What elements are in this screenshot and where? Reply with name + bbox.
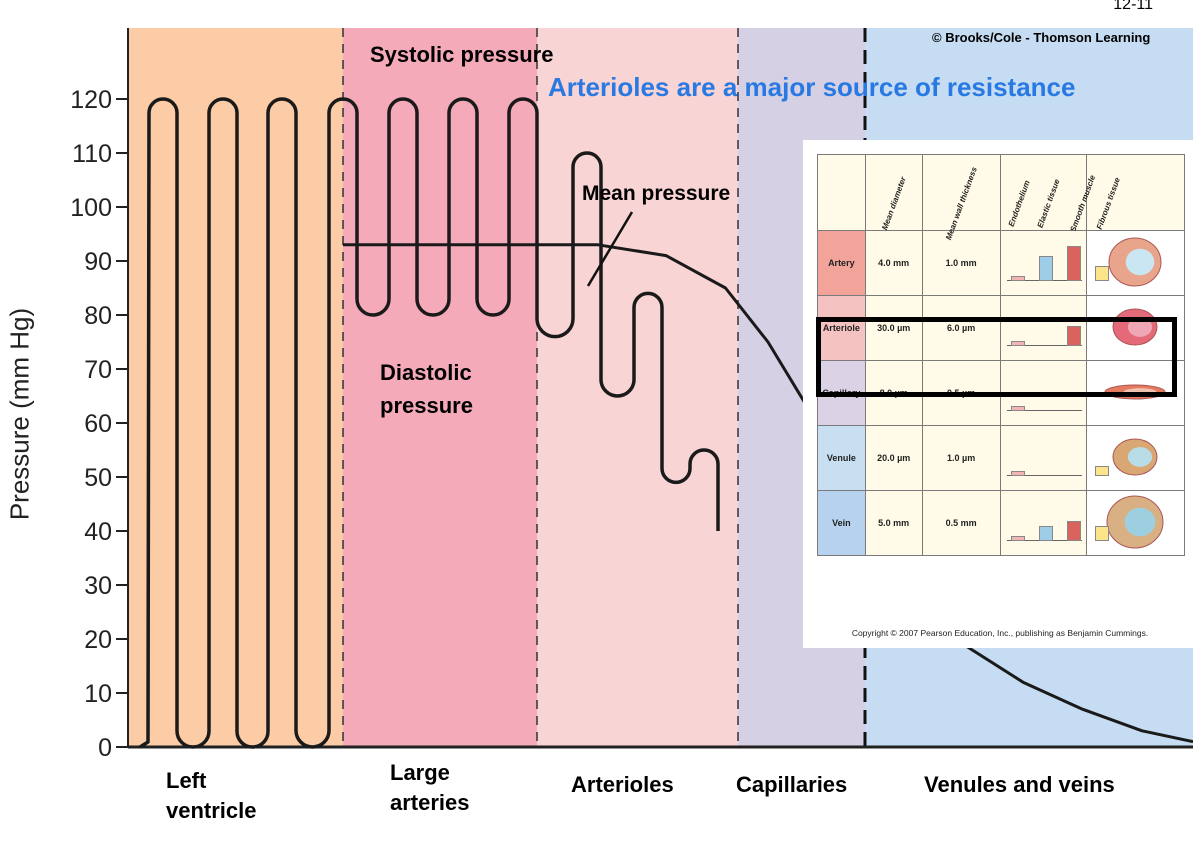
- wall-thickness-cell: 0.5 mm: [921, 490, 1001, 556]
- mean-diameter-cell: 20.0 µm: [864, 425, 923, 491]
- y-tick-label-30: 30: [84, 572, 112, 600]
- header-tissue-composition: Endothelium Elastic tissue Smooth muscle…: [999, 154, 1122, 233]
- bar-elastic: [1038, 256, 1053, 281]
- bar-smooth: [1066, 246, 1081, 281]
- y-tick-label-110: 110: [72, 140, 112, 168]
- vessel-name: Artery: [817, 230, 866, 296]
- region-large-arteries-band: [343, 28, 537, 747]
- header-mean-wall-thickness: Mean wall thickness: [921, 154, 1001, 241]
- vessel-name: Vein: [817, 490, 866, 556]
- bar-smooth: [1066, 326, 1081, 346]
- table-header-row: Mean diameter Mean wall thickness Endoth…: [817, 154, 1186, 241]
- artery-cross-section-icon: [1108, 237, 1162, 287]
- wall-thickness-cell: 1.0 mm: [921, 230, 1001, 296]
- bar-baseline: [1006, 410, 1082, 411]
- vein-cross-section-icon: [1106, 495, 1164, 549]
- y-tick-label-60: 60: [84, 410, 112, 438]
- y-tick-label-120: 120: [70, 86, 112, 114]
- vessel-name: Venule: [817, 425, 866, 491]
- mean-pressure-label: Mean pressure: [582, 182, 731, 205]
- wall-thickness-cell: 1.0 µm: [921, 425, 1001, 491]
- region-2: [537, 28, 738, 747]
- series-systolic-diastolic-line: [139, 97, 720, 749]
- header-mean-diameter: Mean diameter: [864, 154, 923, 231]
- y-tick-label-80: 80: [84, 302, 112, 330]
- y-tick-label-20: 20: [84, 626, 112, 654]
- category-capillaries: Capillaries: [736, 772, 848, 797]
- bar-fibrous: [1094, 266, 1109, 281]
- arteriole-row-highlight: [816, 317, 1177, 397]
- y-tick-label-10: 10: [84, 680, 112, 708]
- bar-elastic: [1038, 526, 1053, 541]
- bar-baseline: [1006, 345, 1082, 346]
- diastolic-pressure-label: Diastolic pressure: [380, 360, 473, 418]
- headline: Arterioles are a major source of resista…: [548, 72, 1076, 102]
- copyright-text: © Brooks/Cole - Thomson Learning: [932, 30, 1151, 45]
- y-tick-label-70: 70: [84, 356, 112, 384]
- bar-smooth: [1066, 521, 1081, 541]
- bar-fibrous: [1094, 526, 1109, 541]
- tissue-bars-cell: [999, 425, 1109, 491]
- bar-endothelium: [1010, 471, 1025, 476]
- header-vessel: [817, 154, 866, 231]
- venule-cross-section: [1085, 425, 1186, 491]
- mean-diameter-cell: 4.0 mm: [864, 230, 923, 296]
- bar-endothelium: [1010, 406, 1025, 411]
- y-axis-label: Pressure (mm Hg): [4, 307, 35, 521]
- mean-pressure-pointer: [586, 211, 634, 287]
- header-image: [1085, 154, 1186, 231]
- mean-diameter-cell: 5.0 mm: [864, 490, 923, 556]
- vessel-name: Arteriole: [817, 295, 866, 361]
- artery-cross-section: [1085, 230, 1186, 296]
- y-tick-label-0: 0: [98, 734, 112, 762]
- bar-endothelium: [1010, 536, 1025, 541]
- venule-cross-section-icon: [1112, 438, 1158, 476]
- category-venules-and-veins: Venules and veins: [924, 772, 1115, 797]
- tissue-bars-cell: [999, 490, 1109, 556]
- inset-copyright: Copyright © 2007 Pearson Education, Inc.…: [851, 628, 1149, 638]
- bar-fibrous: [1094, 466, 1109, 476]
- category-large-arteries: Large arteries: [390, 760, 470, 815]
- vein-cross-section: [1085, 490, 1186, 556]
- category-left-ventricle: Left ventricle: [166, 768, 257, 823]
- slide-number: 12-11: [1113, 0, 1153, 13]
- bar-baseline: [1006, 475, 1082, 476]
- systolic-pressure-label: Systolic pressure: [370, 42, 554, 67]
- y-tick-label-40: 40: [84, 518, 112, 546]
- y-tick-label-50: 50: [84, 464, 112, 492]
- tissue-bars-cell: [999, 230, 1109, 296]
- bar-endothelium: [1010, 276, 1025, 281]
- category-arterioles: Arterioles: [571, 772, 674, 797]
- bar-endothelium: [1010, 341, 1025, 346]
- y-tick-label-90: 90: [84, 248, 112, 276]
- y-tick-label-100: 100: [70, 194, 112, 222]
